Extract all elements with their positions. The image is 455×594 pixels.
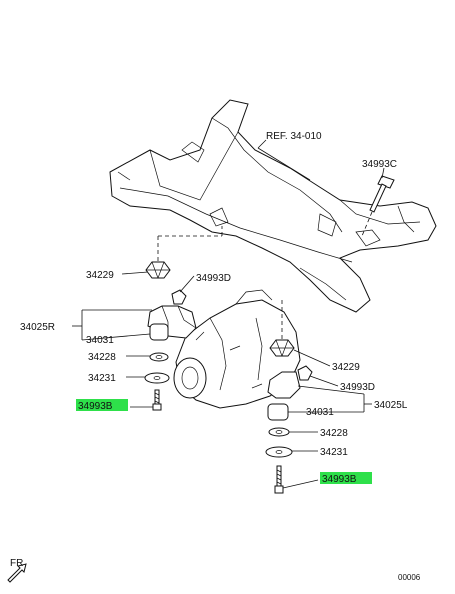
label-34228-right: 34228	[320, 428, 348, 439]
label-34229-left: 34229	[86, 270, 114, 281]
front-arrow-icon	[7, 563, 27, 583]
bolt-34993c	[361, 175, 395, 237]
label-34231-right: 34231	[320, 447, 348, 458]
leader-lines	[72, 139, 385, 489]
label-34993b-left: 34993B	[78, 401, 113, 412]
label-34229-right: 34229	[332, 362, 360, 373]
label-34031-right: 34031	[306, 407, 334, 418]
highlight-34993b-left	[76, 399, 128, 411]
label-34025l: 34025L	[374, 400, 408, 411]
label-34993d-right: 34993D	[340, 382, 375, 393]
differential-carrier	[173, 289, 301, 409]
bolt-34993d-right	[297, 365, 313, 381]
label-ref: REF. 34-010	[266, 131, 322, 142]
label-34228-left: 34228	[88, 352, 116, 363]
bolt-34993b-right-head	[274, 485, 284, 494]
washer-34228-right	[268, 427, 290, 437]
label-front: FR	[10, 558, 23, 569]
bolt-34993d-left	[171, 289, 187, 305]
washer-34228-left	[149, 352, 169, 362]
label-34993d-left: 34993D	[196, 273, 231, 284]
bolt-34993b-left-head	[152, 403, 162, 411]
plate-34231-left	[144, 372, 170, 384]
label-diagram-code: 00006	[398, 573, 421, 582]
bracket-34025l	[267, 371, 301, 399]
insulator-34031-left	[149, 323, 169, 341]
label-34993b-right: 34993B	[322, 474, 357, 485]
label-34231-left: 34231	[88, 373, 116, 384]
label-34031-left: 34031	[86, 335, 114, 346]
plate-34231-right	[265, 446, 293, 458]
crossmember-frame	[109, 99, 437, 313]
highlight-34993b-right	[320, 472, 372, 484]
insulator-34031-right	[267, 403, 289, 421]
label-34025r: 34025R	[20, 322, 55, 333]
left-mount-stack	[144, 226, 223, 411]
label-34993c: 34993C	[362, 159, 397, 170]
